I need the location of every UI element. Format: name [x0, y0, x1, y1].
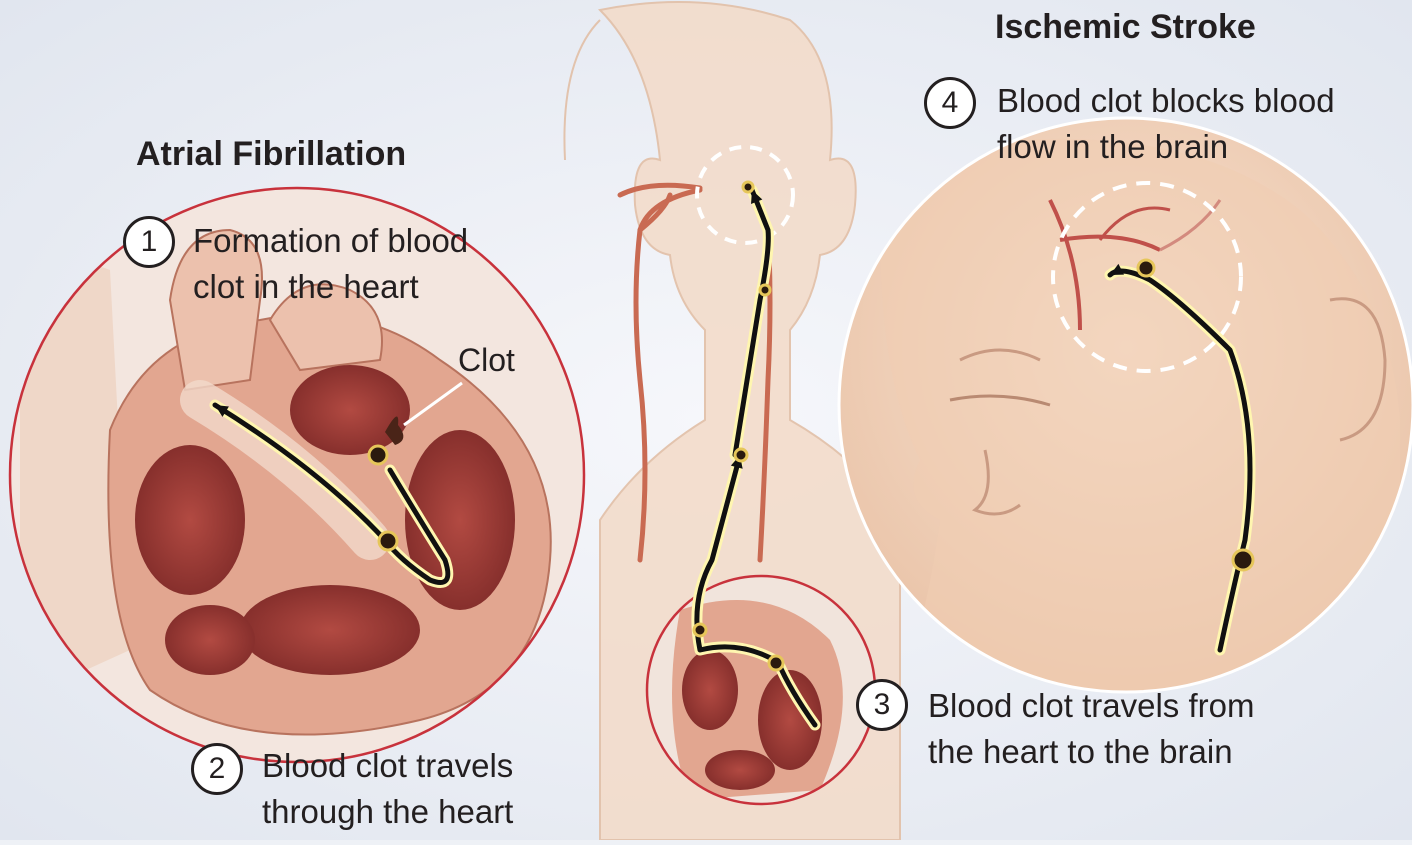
step-3-line-1: Blood clot travels from — [928, 683, 1254, 729]
step-2-badge: 2 — [191, 743, 243, 795]
step-1-line-2: clot in the heart — [193, 264, 468, 310]
step-1-text: Formation of blood clot in the heart — [193, 218, 468, 310]
clot-dot — [1233, 550, 1253, 570]
step-1-badge: 1 — [123, 216, 175, 268]
clot-dot — [1138, 260, 1154, 276]
clot-dot — [694, 624, 706, 636]
step-3-text: Blood clot travels from the heart to the… — [928, 683, 1254, 775]
step-2-line-2: through the heart — [262, 789, 513, 835]
clot-dot — [743, 182, 753, 192]
step-3-line-2: the heart to the brain — [928, 729, 1254, 775]
clot-dot — [369, 446, 387, 464]
step-4-text: Blood clot blocks blood flow in the brai… — [997, 78, 1335, 170]
step-4-line-1: Blood clot blocks blood — [997, 78, 1335, 124]
clot-dot — [735, 449, 747, 461]
small-heart-circle — [647, 576, 875, 804]
step-4-badge: 4 — [924, 77, 976, 129]
clot-dot — [760, 285, 770, 295]
step-4-line-2: flow in the brain — [997, 124, 1335, 170]
ischemic-stroke-heading: Ischemic Stroke — [995, 8, 1256, 47]
step-2-line-1: Blood clot travels — [262, 743, 513, 789]
clot-dot — [769, 656, 783, 670]
step-1-line-1: Formation of blood — [193, 218, 468, 264]
step-3-badge: 3 — [856, 679, 908, 731]
step-2-text: Blood clot travels through the heart — [262, 743, 513, 835]
clot-dot — [379, 532, 397, 550]
atrial-fibrillation-heading: Atrial Fibrillation — [136, 135, 406, 174]
clot-label: Clot — [458, 342, 515, 379]
